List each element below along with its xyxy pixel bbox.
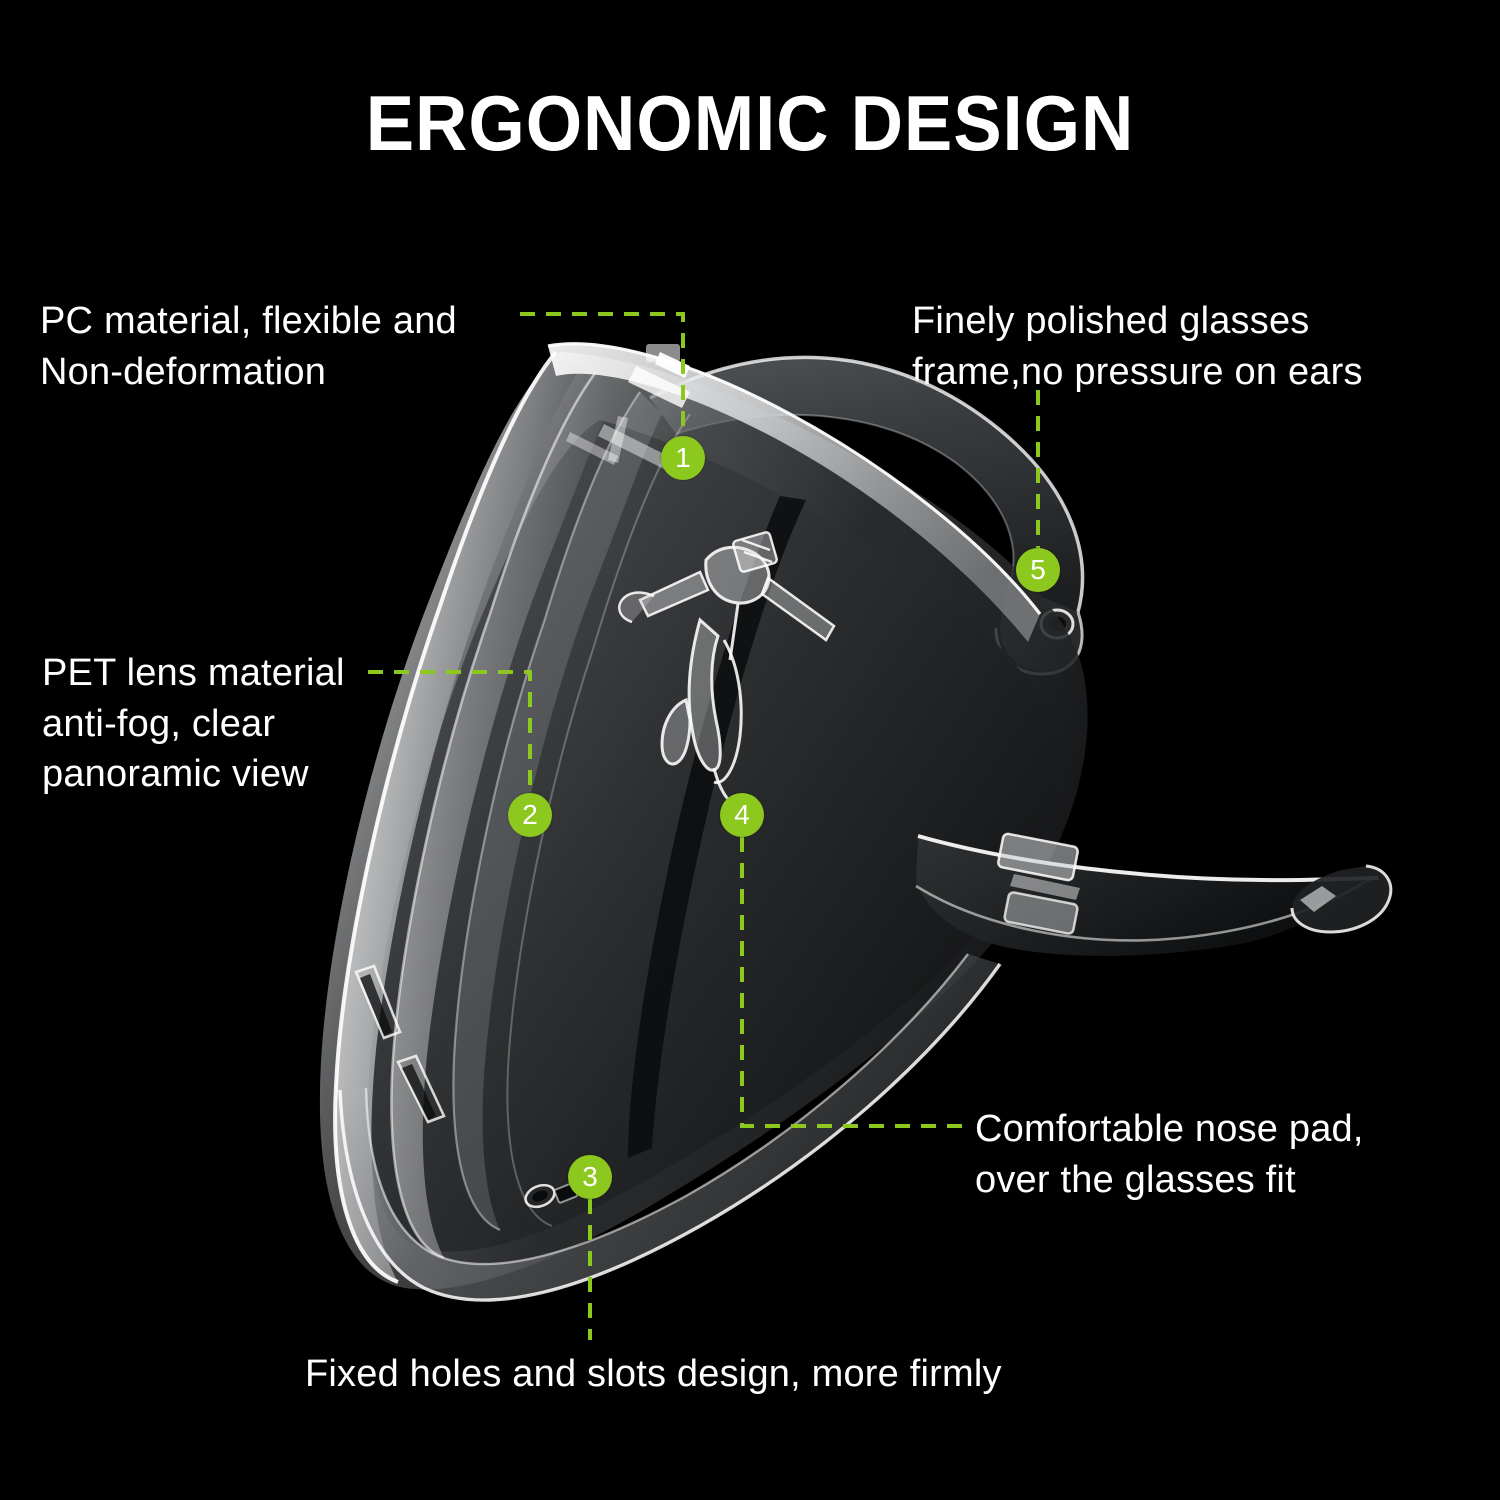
callout-badge-1: 1 (661, 436, 705, 480)
leader-line-1 (520, 312, 685, 436)
hinge-hardware (997, 832, 1080, 935)
callout-badge-2: 2 (508, 793, 552, 837)
callout-badge-3: 3 (568, 1155, 612, 1199)
page-title: ERGONOMIC DESIGN (365, 79, 1135, 167)
nose-bridge-assembly (618, 531, 836, 810)
fixed-slots (354, 964, 446, 1124)
callout-badge-5: 5 (1016, 548, 1060, 592)
shield-body (319, 342, 1088, 1302)
frame-arm-lower-right (915, 832, 1393, 956)
callout-text-1: PC material, flexible and Non-deformatio… (40, 300, 457, 393)
callout-text-3: Fixed holes and slots design, more firml… (305, 1353, 1002, 1395)
callout-text-2: PET lens material anti-fog, clear panora… (42, 652, 345, 796)
callout-text-4: Comfortable nose pad, over the glasses f… (975, 1108, 1364, 1201)
callout-text-5: Finely polished glasses frame,no pressur… (912, 300, 1363, 393)
callout-badge-4: 4 (720, 793, 764, 837)
leader-line-4 (740, 837, 966, 1128)
leader-line-2 (368, 670, 532, 793)
